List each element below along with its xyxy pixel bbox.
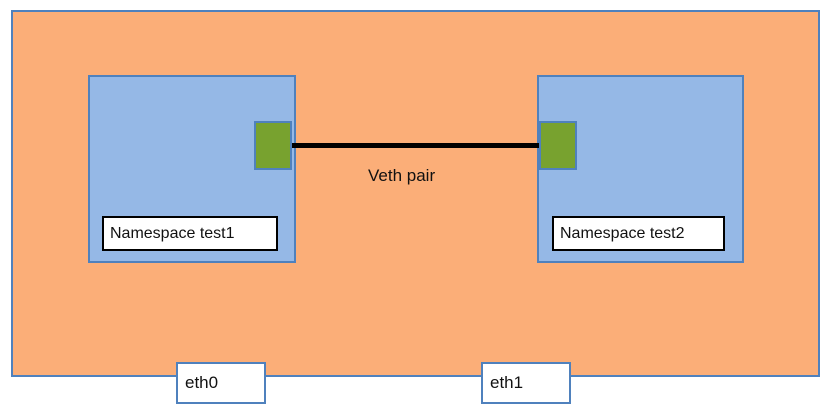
veth-pair-label: Veth pair xyxy=(368,166,436,185)
namespace-test2-label: Namespace test2 xyxy=(552,216,725,251)
namespace-test1-label: Namespace test1 xyxy=(102,216,278,251)
veth-endpoint-test1 xyxy=(254,121,292,170)
interface-eth1: eth1 xyxy=(481,362,571,404)
interface-eth0: eth0 xyxy=(176,362,266,404)
veth-endpoint-test2 xyxy=(539,121,577,170)
veth-pair-link xyxy=(292,143,539,148)
